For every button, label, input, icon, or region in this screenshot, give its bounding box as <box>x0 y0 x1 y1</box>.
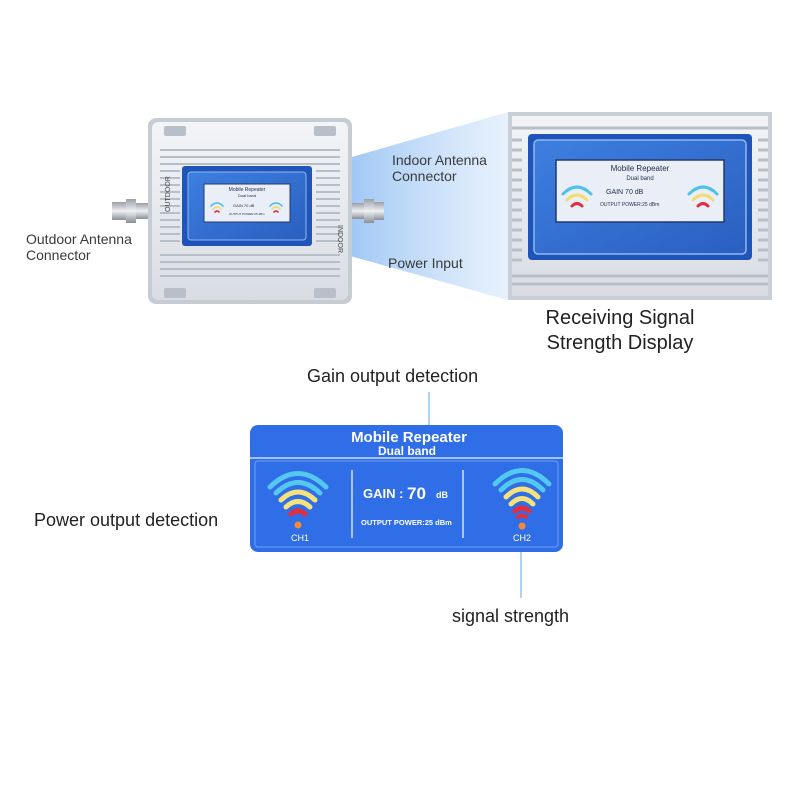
panel-subtitle: Dual band <box>378 444 436 458</box>
indoor-connector <box>352 199 384 223</box>
gain-unit: dB <box>436 490 448 500</box>
device-screen: Mobile Repeater Dual band GAIN 70 dB OUT… <box>182 166 312 246</box>
svg-text:OUTPUT POWER:25 dBm: OUTPUT POWER:25 dBm <box>229 212 265 216</box>
signal-strength-label: signal strength <box>452 606 570 626</box>
mini-signal-icon-left <box>210 202 224 213</box>
svg-text:GAIN 70 dB: GAIN 70 dB <box>233 203 255 208</box>
svg-text:Dual band: Dual band <box>238 193 256 198</box>
gain-label: GAIN : <box>363 486 403 501</box>
repeater-device-illustration: OUTDOOR INDOOR Mobile Repeater Dual band… <box>112 112 772 304</box>
outdoor-side-label: OUTDOOR <box>165 176 172 212</box>
outdoor-antenna-label: Outdoor Antenna Connector <box>26 231 132 263</box>
outdoor-connector <box>112 199 148 223</box>
mini-signal-icon-right <box>269 202 283 213</box>
ch2-signal-icon <box>492 468 552 519</box>
ch1-label: CH1 <box>291 533 309 543</box>
svg-text:OUTPUT POWER:25 dBm: OUTPUT POWER:25 dBm <box>600 202 659 208</box>
svg-text:Mobile Repeater: Mobile Repeater <box>611 164 670 173</box>
zoom-signal-icon-left <box>561 185 593 208</box>
receiving-signal-display-label: Receiving Signal Strength Display <box>545 307 695 354</box>
ch2-label: CH2 <box>513 533 531 543</box>
svg-text:Mobile Repeater: Mobile Repeater <box>229 187 266 193</box>
panel-title: Mobile Repeater <box>351 429 467 446</box>
indoor-antenna-label: Indoor Antenna Connector <box>392 152 487 184</box>
svg-text:Dual band: Dual band <box>626 176 653 182</box>
output-power-readout: OUTPUT POWER:25 dBm <box>361 518 452 527</box>
ch2-indicator-dot <box>518 522 526 530</box>
gain-value: 70 <box>407 484 426 503</box>
lcd-panel: Mobile Repeater Dual band CH1 CH2 GAIN :… <box>250 392 563 598</box>
power-detection-label: Power output detection <box>34 510 219 530</box>
ch1-indicator-dot <box>294 521 302 529</box>
gain-detection-label: Gain output detection <box>307 366 479 386</box>
zoomed-device-view: Mobile Repeater Dual band GAIN 70 dB OUT… <box>508 112 772 300</box>
power-input-label: Power Input <box>388 255 463 271</box>
svg-text:GAIN 70 dB: GAIN 70 dB <box>606 189 644 196</box>
ch1-signal-icon <box>267 471 329 517</box>
indoor-side-label: INDOOR <box>336 225 343 253</box>
zoom-signal-icon-right <box>687 185 719 208</box>
panel-background <box>250 425 563 552</box>
